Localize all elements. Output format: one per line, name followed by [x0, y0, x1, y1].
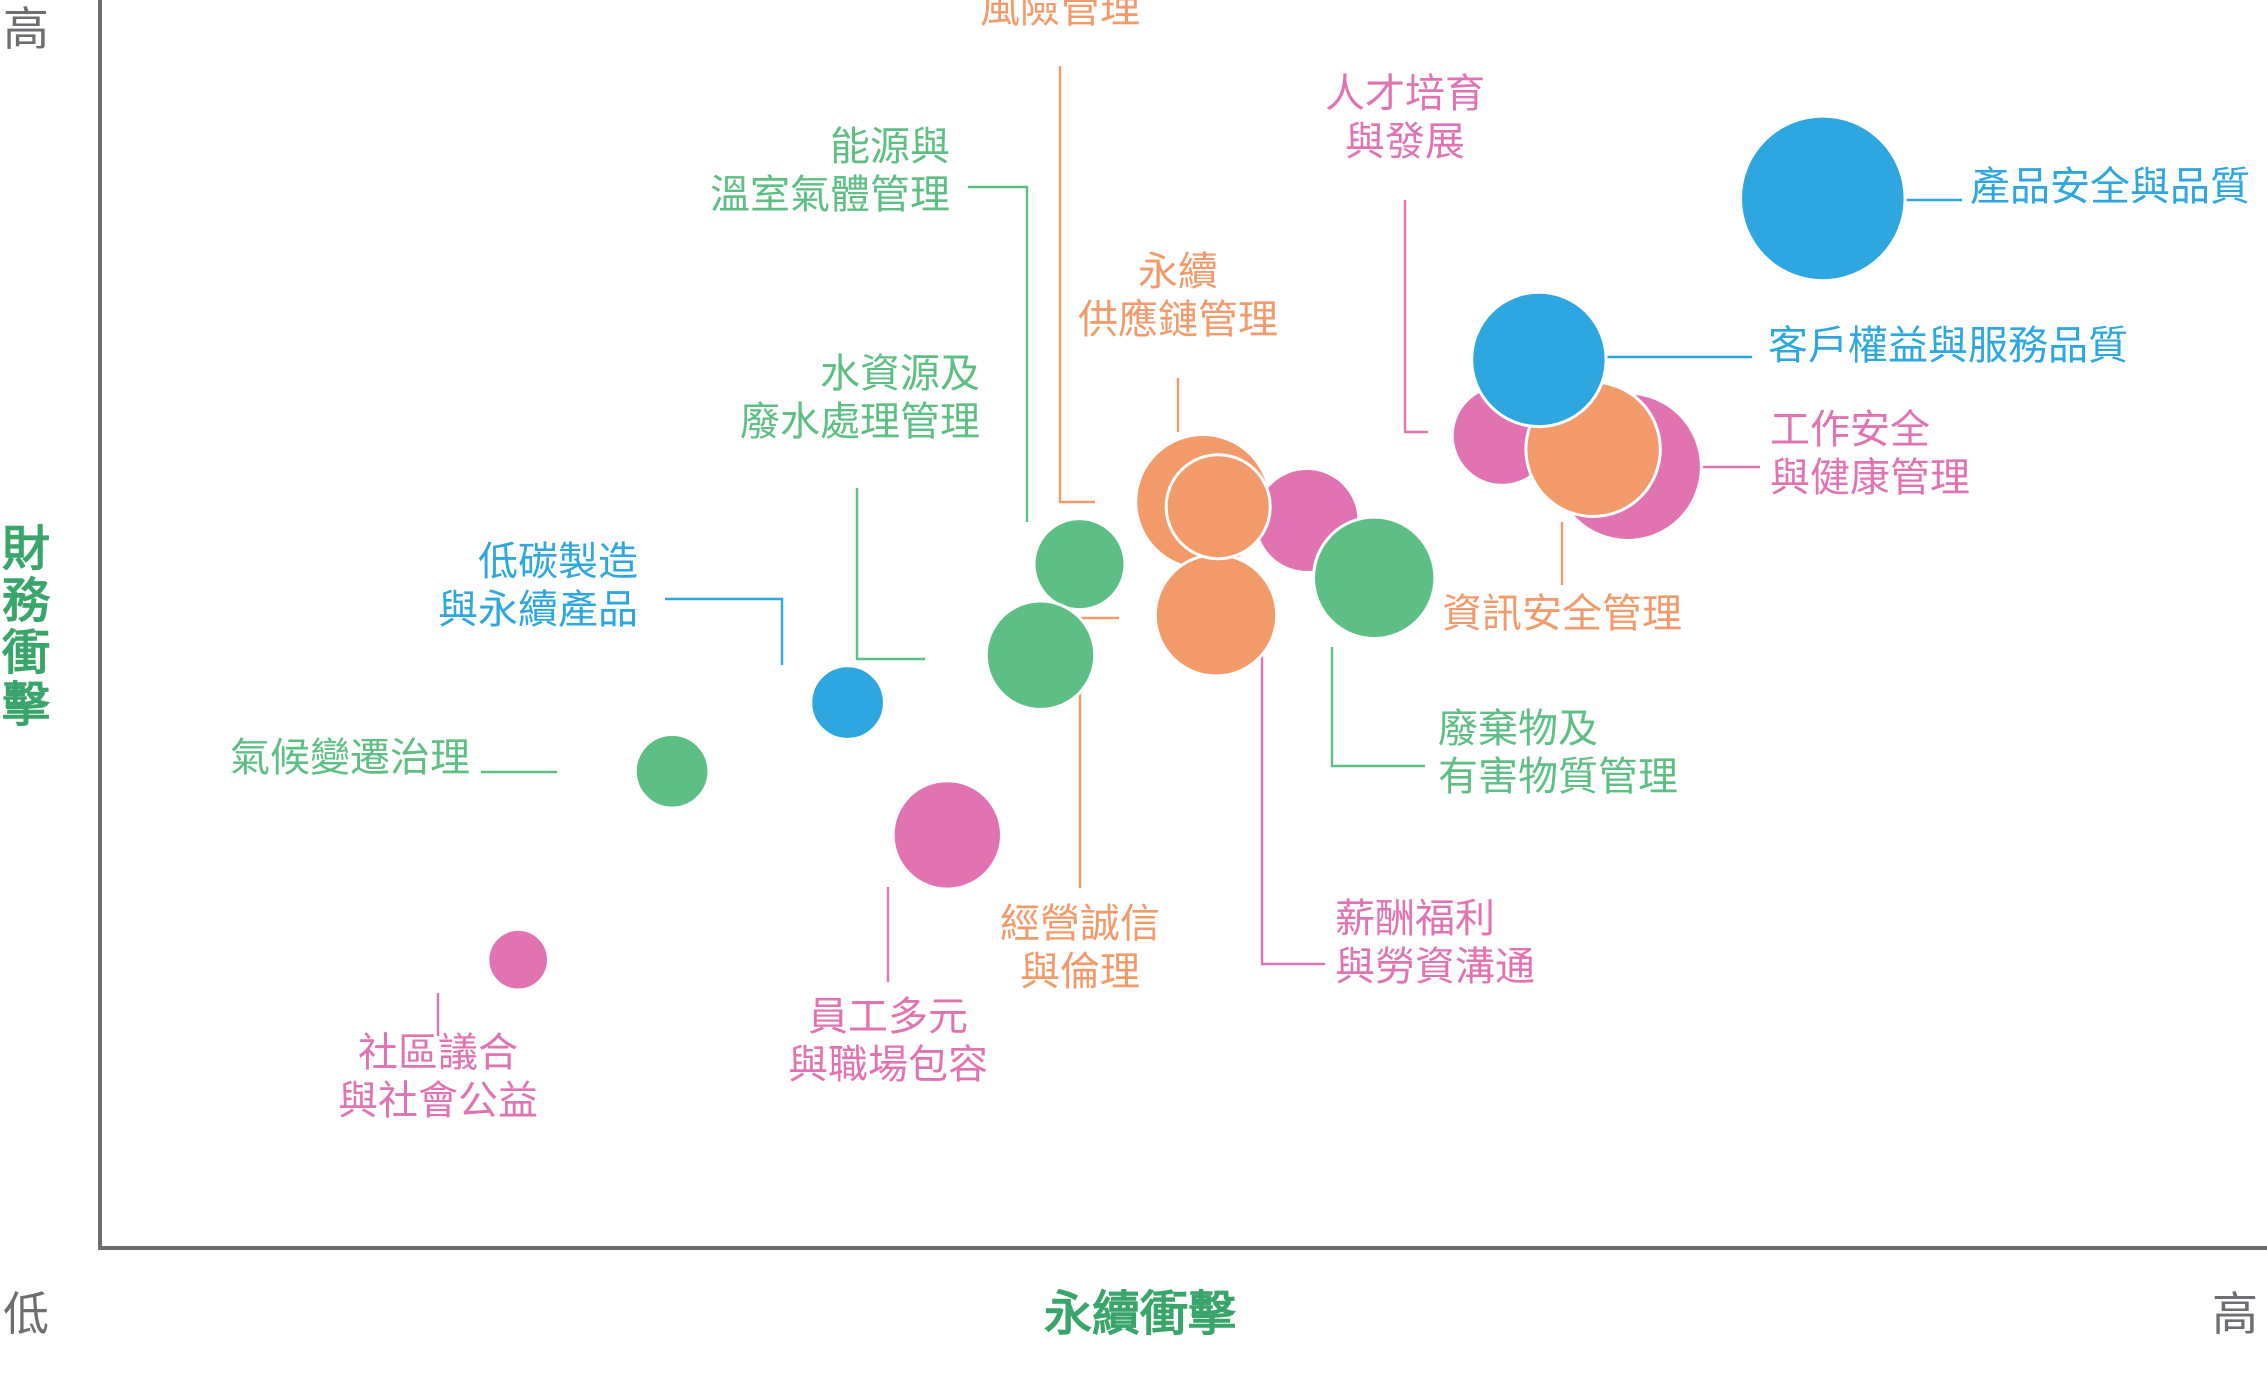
issue-label: 風險管理: [980, 0, 1140, 32]
leader-lines: [436, 66, 1962, 1036]
issue-label-line: 有害物質管理: [1438, 754, 1678, 800]
y-axis-title-char: 擊: [2, 677, 51, 733]
leader-line: [855, 488, 925, 661]
issue-label: 客戶權益與服務品質: [1768, 323, 2128, 369]
x-axis-title: 永續衝擊: [1044, 1286, 1237, 1342]
x-axis-low-label: 低: [3, 1287, 49, 1341]
issue-label-line: 與社會公益: [338, 1078, 538, 1124]
issue-label-line: 供應鏈管理: [1078, 297, 1278, 343]
y-axis-high-label: 高: [3, 2, 49, 56]
bubble-point: [1739, 114, 1907, 283]
issue-label-line: 客戶權益與服務品質: [1768, 323, 2128, 369]
issue-label-line: 與倫理: [1020, 949, 1140, 995]
issue-label: 工作安全與健康管理: [1770, 407, 1970, 501]
y-axis-title-char: 衝: [1, 625, 50, 681]
leader-line: [1058, 66, 1095, 504]
bubble-point: [633, 733, 711, 810]
issue-label-line: 工作安全: [1770, 407, 1930, 453]
issue-label: 薪酬福利與勞資溝通: [1335, 896, 1535, 990]
issue-label-line: 經營誠信: [1000, 901, 1160, 947]
bubble-point: [1312, 515, 1437, 640]
y-axis-title-char: 財: [2, 521, 50, 577]
issue-label: 社區議合與社會公益: [338, 1030, 538, 1124]
bubble-point: [486, 927, 551, 992]
issue-label-line: 薪酬福利: [1335, 896, 1495, 942]
issue-label: 員工多元與職場包容: [788, 994, 988, 1088]
issue-label: 永續供應鏈管理: [1078, 249, 1278, 343]
issue-label-line: 氣候變遷治理: [230, 735, 470, 781]
issue-label: 資訊安全管理: [1442, 591, 1682, 637]
issue-label-line: 與健康管理: [1770, 455, 1970, 501]
x-axis-high-label: 高: [2212, 1287, 2258, 1341]
issue-label-line: 水資源及: [820, 351, 980, 397]
bubble-point: [1032, 517, 1127, 612]
bubble-point: [1164, 453, 1272, 561]
issue-label: 產品安全與品質: [1970, 164, 2250, 210]
leader-line: [1260, 588, 1325, 966]
issue-label-line: 資訊安全管理: [1442, 591, 1682, 637]
bubble-point: [1153, 553, 1279, 678]
issue-label-line: 與勞資溝通: [1335, 944, 1535, 990]
issue-label: 廢棄物及有害物質管理: [1438, 706, 1678, 800]
issue-label-line: 溫室氣體管理: [710, 172, 950, 218]
bubble-point: [984, 599, 1097, 711]
issue-label: 能源與溫室氣體管理: [710, 124, 950, 218]
leader-line: [1403, 200, 1428, 434]
leader-line: [1330, 647, 1425, 768]
bubble-point: [809, 664, 886, 741]
issue-label-line: 員工多元: [808, 994, 968, 1040]
y-axis-title: 財務衝擊: [1, 521, 51, 733]
axis-lines: [98, 0, 2267, 1250]
issue-label: 氣候變遷治理: [230, 735, 470, 781]
issue-label: 人才培育與發展: [1325, 71, 1485, 165]
y-axis-title-char: 務: [2, 573, 51, 629]
bubble-point: [891, 779, 1003, 891]
issue-label-line: 社區議合: [358, 1030, 518, 1076]
issue-label-line: 低碳製造: [478, 539, 638, 585]
bubble-point: [1470, 290, 1608, 429]
issue-label-line: 廢棄物及: [1438, 706, 1598, 752]
issue-label-line: 能源與: [830, 124, 950, 170]
issue-label-line: 與永續產品: [438, 587, 638, 633]
bubbles: [486, 114, 1907, 992]
issue-label-line: 產品安全與品質: [1970, 164, 2250, 210]
issue-label-line: 廢水處理管理: [740, 399, 980, 445]
leader-line: [665, 597, 784, 665]
issue-label-line: 風險管理: [980, 0, 1140, 32]
issue-label-line: 與發展: [1345, 119, 1465, 165]
issue-label: 水資源及廢水處理管理: [740, 351, 980, 445]
issue-label-line: 人才培育: [1325, 71, 1485, 117]
issue-label-line: 與職場包容: [788, 1042, 988, 1088]
issue-label: 低碳製造與永續產品: [438, 539, 638, 633]
issue-label: 經營誠信與倫理: [1000, 901, 1160, 995]
issue-label-line: 永續: [1138, 249, 1218, 295]
leader-line: [968, 185, 1029, 522]
